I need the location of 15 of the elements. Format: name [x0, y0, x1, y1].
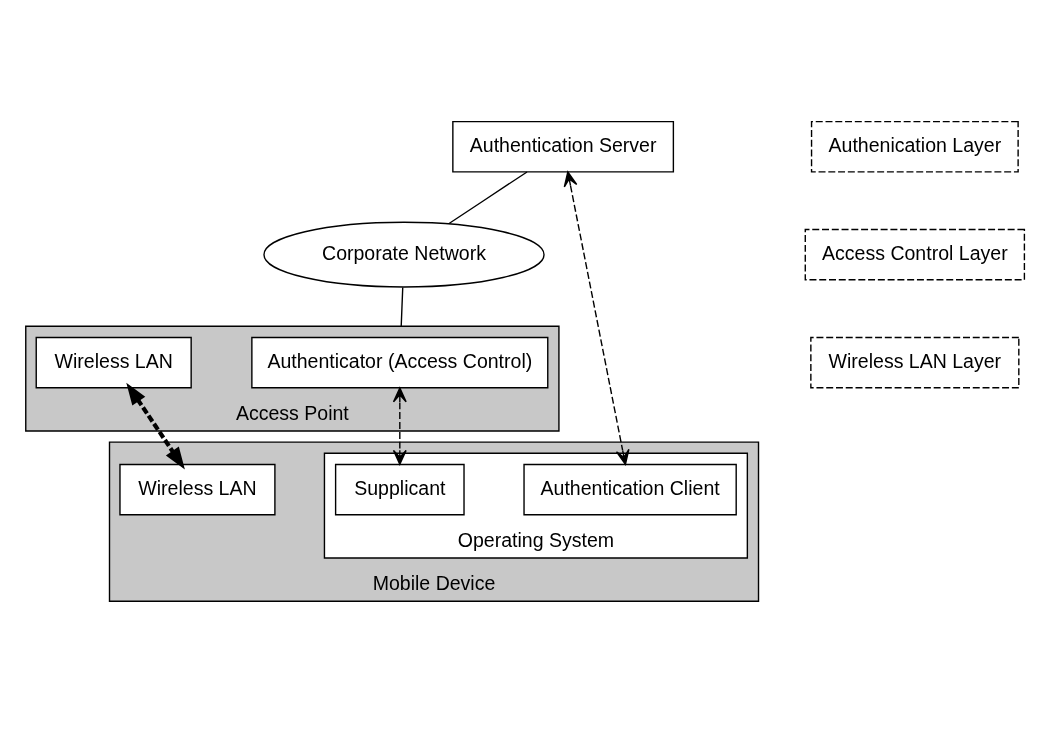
- node-box: Authenticator (Access Control): [251, 336, 549, 388]
- node-box: Authenication Layer: [810, 120, 1019, 173]
- node-box: Access Control Layer: [804, 228, 1026, 280]
- arrow: [392, 386, 407, 465]
- node-box: Supplicant: [334, 463, 465, 515]
- node-box: Wireless LAN Layer: [810, 336, 1020, 388]
- node-box: Wireless LAN: [35, 336, 192, 388]
- node-box: Wireless LAN: [119, 463, 276, 515]
- node-box: Authentication Server: [452, 120, 675, 173]
- arrow: [126, 382, 185, 470]
- connector: [448, 170, 528, 224]
- node-box: Authentication Client: [523, 463, 737, 515]
- arrow: [563, 170, 630, 465]
- connector: [400, 286, 404, 327]
- node-ellipse: Corporate Network: [263, 221, 545, 288]
